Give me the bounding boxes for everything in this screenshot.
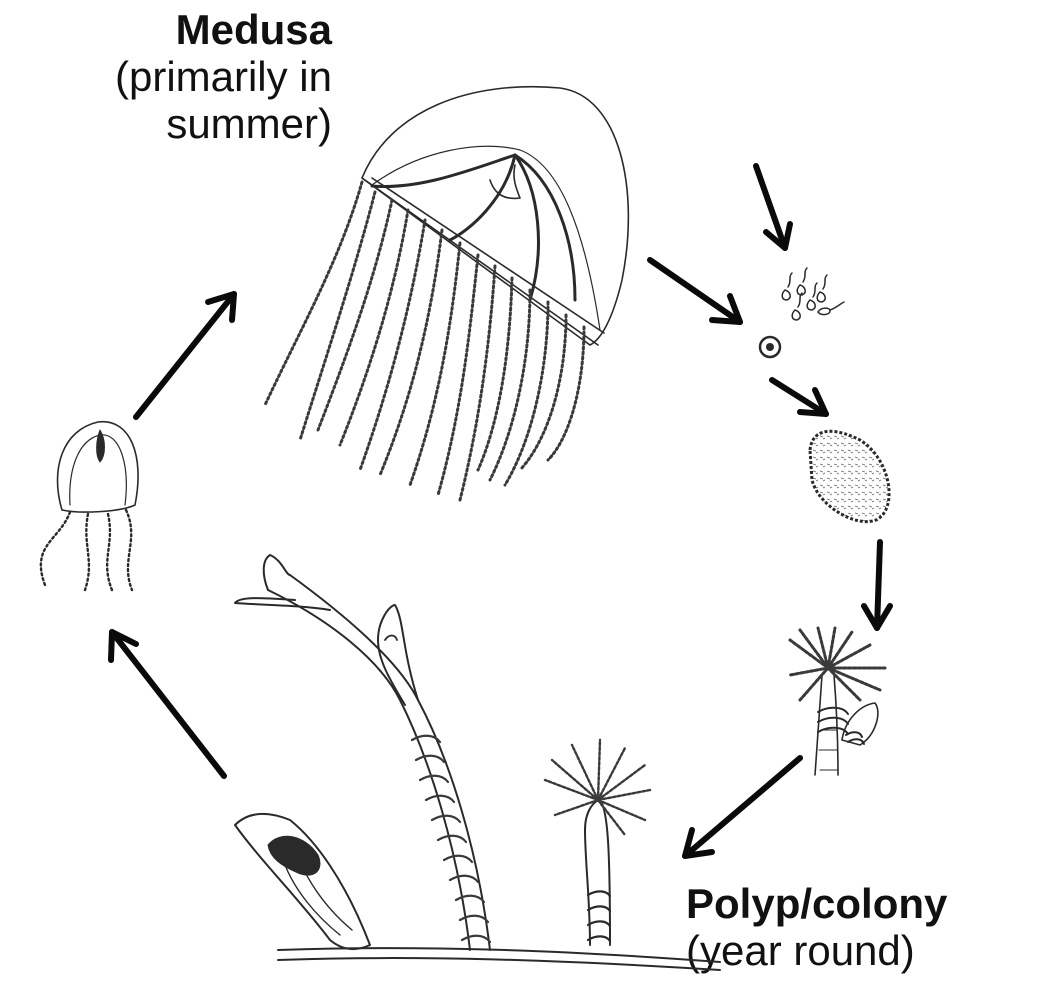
sperm-illustration bbox=[782, 268, 844, 320]
arrow-young-to-adult-medusa bbox=[136, 294, 234, 417]
arrow-planula-to-polyp bbox=[864, 542, 890, 628]
gonotheca-illustration bbox=[235, 814, 370, 949]
arrow-polyp-to-colony bbox=[685, 758, 800, 856]
young-medusa-illustration bbox=[41, 422, 138, 590]
medusa-illustration bbox=[265, 87, 628, 500]
arrow-sperm-to-egg bbox=[756, 166, 790, 248]
arrow-colony-to-young-medusa bbox=[111, 632, 224, 776]
egg-illustration bbox=[760, 337, 780, 357]
cycle-arrows bbox=[111, 166, 890, 856]
settled-polyp-illustration bbox=[790, 628, 885, 775]
arrow-medusa-to-egg bbox=[650, 260, 740, 322]
colony-illustration bbox=[235, 555, 720, 970]
planula-larva-illustration bbox=[810, 431, 889, 521]
arrow-egg-to-planula bbox=[772, 380, 826, 414]
